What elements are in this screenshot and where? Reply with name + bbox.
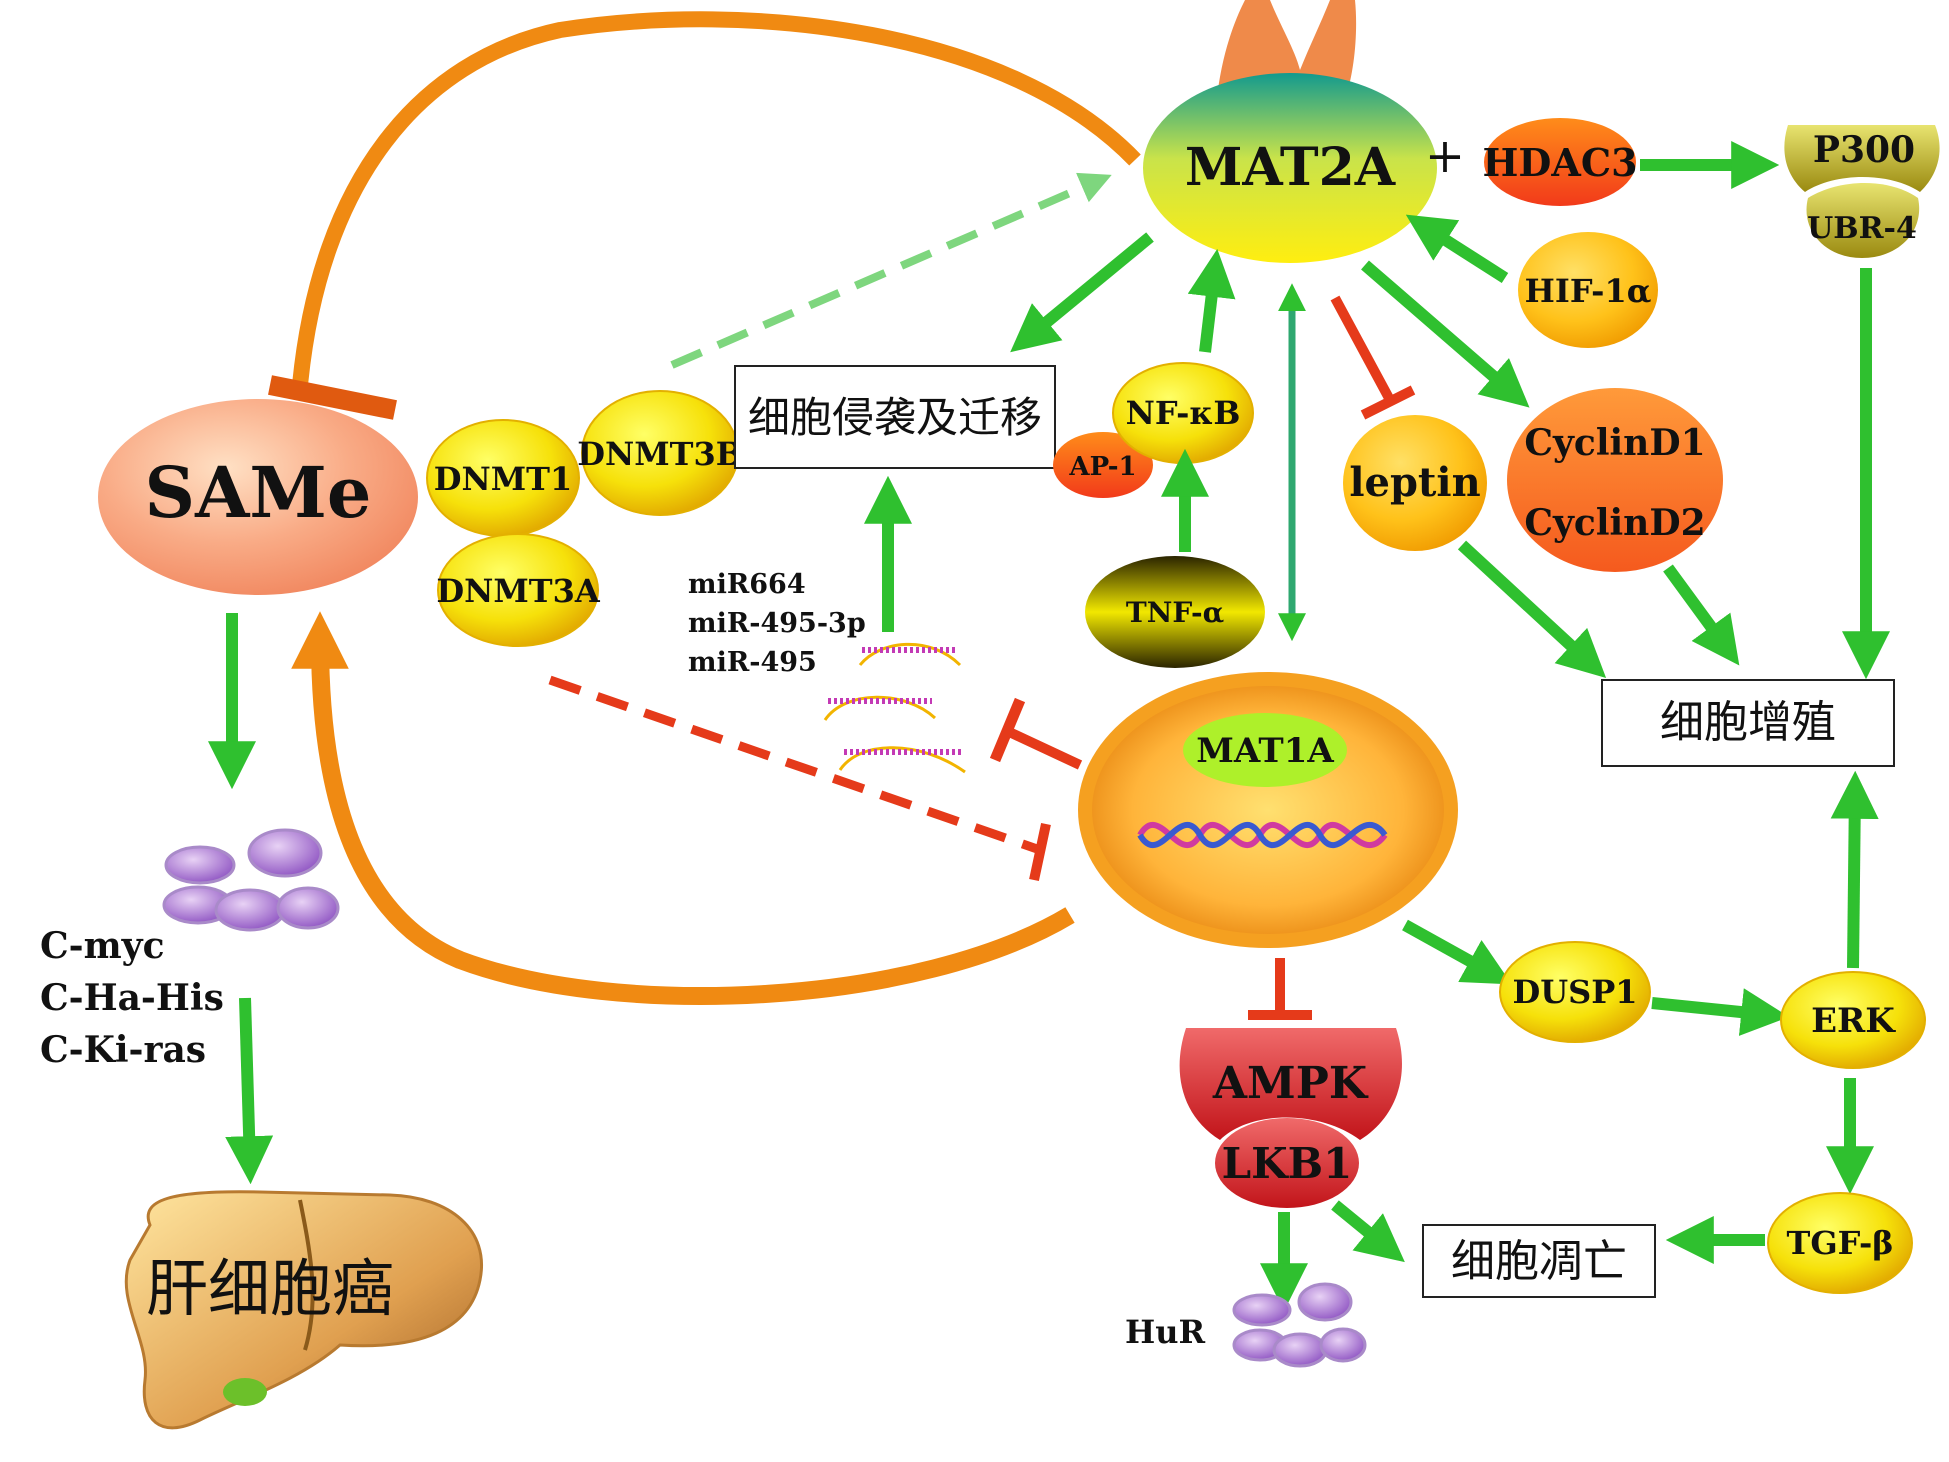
dusp1-to-erk-arrow (1651, 988, 1790, 1036)
dnmt3b-to-mat2a-dashed-arrow (670, 172, 1112, 369)
mat1a-node: MAT1A (1078, 672, 1458, 948)
leptin-inhibition-bar (1360, 385, 1416, 420)
dnmt3a-node: DNMT3A (436, 533, 601, 647)
tgfb-node: TGF-β (1767, 1192, 1913, 1294)
tnfa-label: TNF-α (1126, 596, 1224, 629)
same-to-mat1a-dashed-inhibition (548, 675, 1042, 855)
ampk-label: AMPK (1212, 1058, 1369, 1109)
p300-ubr4-complex: P300 UBR-4 (1784, 125, 1940, 258)
nfkb-to-mat2a-arrow (1187, 248, 1236, 353)
oncogene-c-ha-his: C-Ha-His (40, 977, 224, 1019)
oncogene-cluster (162, 828, 340, 932)
mirna-mir-495-3p: miR-495-3p (688, 608, 866, 639)
dnmt3b-label: DNMT3B (577, 435, 743, 473)
mirna-mir-495: miR-495 (688, 647, 817, 678)
mirna-strand-marks (828, 647, 962, 755)
hif1a-to-mat2a-arrow (1405, 214, 1509, 284)
same-label: SAMe (145, 451, 372, 534)
hif1a-label: HIF-1α (1525, 272, 1652, 310)
mat1a-label: MAT1A (1196, 731, 1334, 771)
proliferation-label: 细胞增殖 (1660, 697, 1836, 748)
cyclin-node: CyclinD1 CyclinD2 (1507, 388, 1723, 572)
mat2a-to-invasion-arrow (1010, 232, 1154, 353)
proliferation-box: 细胞增殖 (1601, 679, 1895, 767)
cyclin-to-proliferation-arrow (1663, 564, 1740, 666)
tnfa-node: TNF-α (1085, 556, 1265, 668)
dusp1-label: DUSP1 (1512, 973, 1637, 1011)
oncogenes-to-hcc-arrow (225, 997, 274, 1185)
ubr4-label: UBR-4 (1807, 211, 1917, 246)
tgfb-label: TGF-β (1787, 1224, 1894, 1262)
mirna-strands (823, 642, 966, 774)
mat2a-to-cyclin-arrow (1361, 260, 1530, 408)
hur-cluster (1232, 1282, 1367, 1368)
dnmt3a-label: DNMT3A (436, 572, 601, 610)
liver-illustration (124, 1190, 483, 1430)
cycle-arc-top (292, 11, 1141, 386)
dnmt1-node: DNMT1 (426, 419, 580, 537)
hdac3-node: HDAC3 (1482, 118, 1638, 206)
ampk-lkb1-complex: AMPK LKB1 (1179, 1028, 1402, 1208)
dnmt1-label: DNMT1 (434, 460, 573, 498)
mat2a-node: MAT2A (1143, 73, 1437, 263)
mat1a-to-mirna-inhibition (1002, 725, 1083, 770)
invasion-migration-box: 细胞侵袭及迁移 (734, 365, 1056, 469)
mat1a-to-dusp1-arrow (1402, 919, 1512, 985)
lkb1-to-apoptosis-arrow (1331, 1200, 1405, 1263)
dnmt3b-node: DNMT3B (577, 390, 743, 516)
hcc-label: 肝细胞癌 (146, 1252, 394, 1325)
leptin-label: leptin (1349, 459, 1480, 506)
erk-to-proliferation-arrow (1830, 770, 1879, 969)
p300-label: P300 (1813, 129, 1915, 171)
hif1a-node: HIF-1α (1518, 232, 1658, 348)
same-inhibition-bar (268, 375, 397, 420)
leptin-node: leptin (1343, 415, 1487, 551)
erk-node: ERK (1780, 971, 1926, 1069)
mirna-mir664: miR664 (688, 569, 806, 600)
leptin-to-proliferation-arrow (1457, 540, 1607, 679)
ap1-label: AP-1 (1068, 452, 1136, 482)
invasion-migration-label: 细胞侵袭及迁移 (748, 393, 1042, 442)
dusp1-node: DUSP1 (1499, 941, 1651, 1043)
cyclind1-label: CyclinD1 (1524, 422, 1705, 464)
apoptosis-label: 细胞凋亡 (1451, 1236, 1627, 1287)
receptor-shape (1218, 0, 1357, 100)
same-node: SAMe (98, 399, 418, 595)
mat2a-label: MAT2A (1185, 137, 1396, 198)
hur-label: HuR (1125, 1313, 1206, 1351)
apoptosis-box: 细胞凋亡 (1422, 1224, 1656, 1298)
mirna-inhibition-bar (989, 697, 1026, 763)
mat1a-inhibition-bar (1029, 822, 1051, 882)
hdac3-label: HDAC3 (1482, 140, 1637, 185)
ap1-node: AP-1 (1053, 432, 1153, 498)
cycle-arc-bottom (291, 611, 1075, 1005)
plus-sign: + (1425, 128, 1465, 184)
cyclind2-label: CyclinD2 (1524, 502, 1705, 544)
oncogene-c-myc: C-myc (40, 925, 165, 967)
nfkb-node: NF-κB (1112, 362, 1254, 464)
lkb1-label: LKB1 (1222, 1139, 1353, 1188)
mat2a-to-leptin-inhibition (1330, 295, 1395, 403)
nfkb-label: NF-κB (1126, 394, 1241, 432)
oncogene-c-ki-ras: C-Ki-ras (40, 1029, 206, 1071)
erk-label: ERK (1811, 1001, 1896, 1041)
